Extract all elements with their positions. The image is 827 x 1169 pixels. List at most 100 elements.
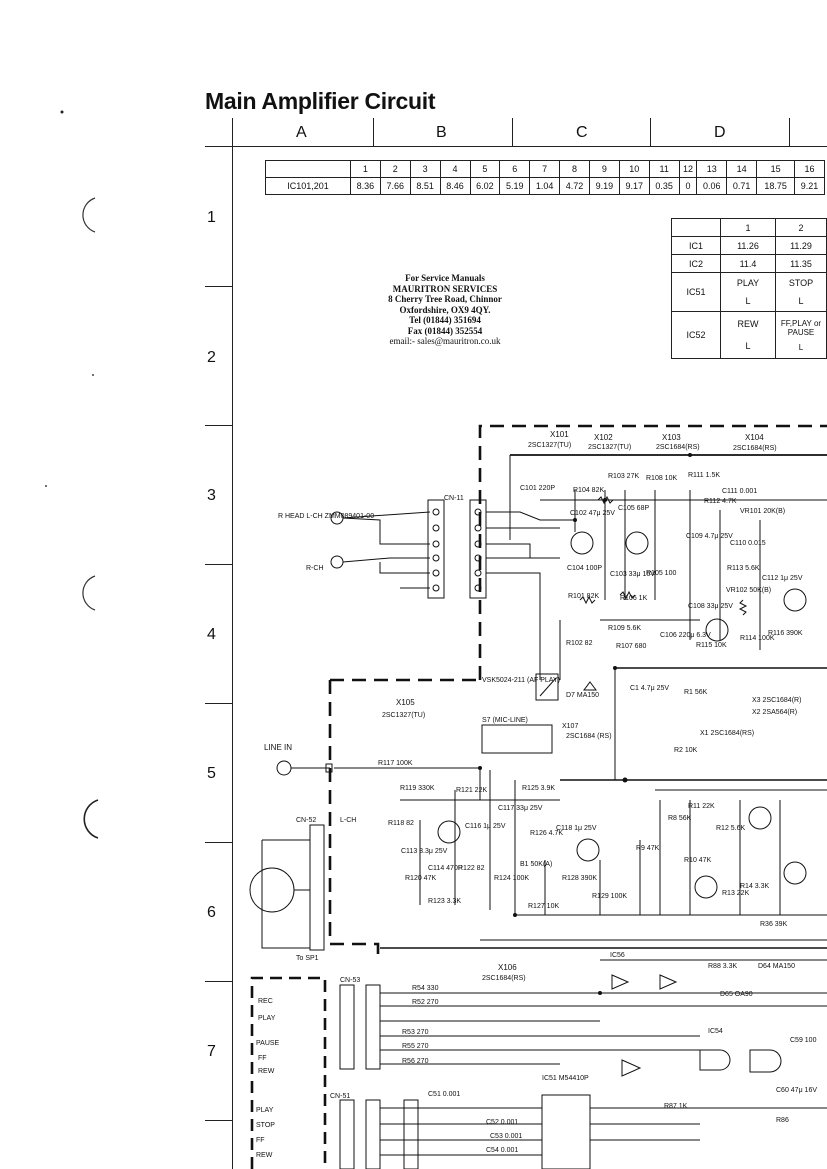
c102-label: C102 47μ 25V xyxy=(570,510,615,517)
wire xyxy=(559,490,761,680)
cn54-connector xyxy=(403,1099,419,1169)
rew-label: REW xyxy=(258,1068,275,1075)
r119-label: R119 330K xyxy=(400,785,435,792)
r104-label: R104 82K xyxy=(573,487,604,494)
pin xyxy=(432,540,440,548)
wire xyxy=(400,770,641,915)
ic-voltage-row-label: IC101,201 xyxy=(265,177,351,195)
r116-label: R116 390K xyxy=(768,630,803,637)
grid-left-rule xyxy=(232,118,233,1169)
pin xyxy=(474,569,482,577)
vr102-label: VR102 50K(B) xyxy=(726,587,771,594)
voltage-cell: 8.46 xyxy=(439,177,471,195)
voltage-cell: 0 xyxy=(678,177,698,195)
service-line: Fax (01844) 352554 xyxy=(407,325,483,336)
r108-label: R108 10K xyxy=(646,475,677,482)
r52-label: R52 270 xyxy=(412,999,439,1006)
wire xyxy=(486,511,575,680)
switch-s7 xyxy=(481,724,553,754)
punch-hole-mark xyxy=(82,197,96,233)
r103-label: R103 27K xyxy=(608,473,639,480)
r54-label: R54 330 xyxy=(412,985,439,992)
pin xyxy=(474,584,482,592)
cn51-connector xyxy=(339,1099,355,1169)
wire xyxy=(659,800,781,915)
ic-state-pin-row: 1 2 xyxy=(671,218,827,237)
c112-label: C112 1μ 25V xyxy=(762,575,803,582)
play-switch-label: PLAY xyxy=(256,1107,274,1114)
ic-state-label: IC52 xyxy=(671,311,721,359)
gate-ic54 xyxy=(699,1049,731,1071)
din-socket xyxy=(249,867,295,913)
x104-label: X104 xyxy=(745,433,764,442)
c59-label: C59 100 xyxy=(790,1037,817,1044)
pin xyxy=(474,508,482,516)
wire xyxy=(380,1107,827,1156)
col-divider-de xyxy=(789,118,790,146)
transistor-x105 xyxy=(437,820,461,844)
ic-state-level: L xyxy=(745,341,751,351)
transistor xyxy=(783,861,807,885)
r2-label: R2 10K xyxy=(674,747,698,754)
row-number-3: 3 xyxy=(207,487,216,504)
x103-part: 2SC1684(RS) xyxy=(656,444,700,451)
r113-label: R113 5.6K xyxy=(727,565,760,572)
cn11-label: CN-11 xyxy=(444,495,464,502)
row-number-5: 5 xyxy=(207,765,216,782)
pin xyxy=(474,524,482,532)
shield-boundary-left xyxy=(328,680,380,960)
junction xyxy=(573,518,577,522)
junction xyxy=(622,777,628,783)
stop-switch-label: STOP xyxy=(256,1122,275,1129)
line-in-label: LINE IN xyxy=(264,743,292,752)
resistor-symbol xyxy=(738,599,748,616)
cn52-label: CN-52 xyxy=(296,817,316,824)
r56-label: R56 270 xyxy=(402,1058,429,1065)
rec-label: REC xyxy=(258,998,273,1005)
cn53-connector xyxy=(339,984,355,1070)
ic-state-table: 1 2 IC1 11.26 11.29 IC2 11.4 11.35 IC51 … xyxy=(671,218,827,359)
c51-label: C51 0.001 xyxy=(428,1091,460,1098)
head-r-symbol xyxy=(330,555,344,569)
column-letter-c: C xyxy=(576,124,588,141)
r109-label: R109 5.6K xyxy=(608,625,641,632)
r55-label: R55 270 xyxy=(402,1043,429,1050)
voltage-cell: 8.36 xyxy=(350,177,381,195)
d64-label: D64 MA150 xyxy=(758,963,795,970)
column-letter-a: A xyxy=(296,124,307,141)
cn11-connector xyxy=(427,499,445,599)
r12-label: R12 5.6K xyxy=(716,825,746,832)
row-number-7: 7 xyxy=(207,1043,216,1060)
ic51-chip xyxy=(541,1094,591,1169)
transistor-x107 xyxy=(576,838,600,862)
vr101-label: VR101 20K(B) xyxy=(740,508,785,515)
r107-label: R107 680 xyxy=(616,643,646,650)
cn51-mate xyxy=(365,1099,381,1169)
ic-state-level: L xyxy=(798,342,804,352)
voltage-cell: 18.75 xyxy=(756,177,796,195)
r111-label: R111 1.5K xyxy=(688,472,720,479)
column-letter-b: B xyxy=(436,124,447,141)
to-sp1-label: To SP1 xyxy=(296,955,319,962)
row-tick-6 xyxy=(205,981,233,982)
x105-part: 2SC1327(TU) xyxy=(382,712,425,719)
margin-dot xyxy=(92,374,94,376)
x107-label: X107 xyxy=(562,723,578,730)
page-title: Main Amplifier Circuit xyxy=(205,88,436,114)
head-wires xyxy=(342,511,431,589)
r14-label: R14 3.3K xyxy=(740,883,770,890)
pin-cell: 15 xyxy=(756,160,796,178)
relay-contact xyxy=(539,677,557,697)
inverter-ic56 xyxy=(659,974,678,990)
r112-label: R112 4.7K xyxy=(704,498,737,505)
x101-label: X101 xyxy=(550,430,569,439)
r87-label: R87 1K xyxy=(664,1103,688,1110)
r11-label: R11 22K xyxy=(688,803,715,810)
row-tick-4 xyxy=(205,703,233,704)
